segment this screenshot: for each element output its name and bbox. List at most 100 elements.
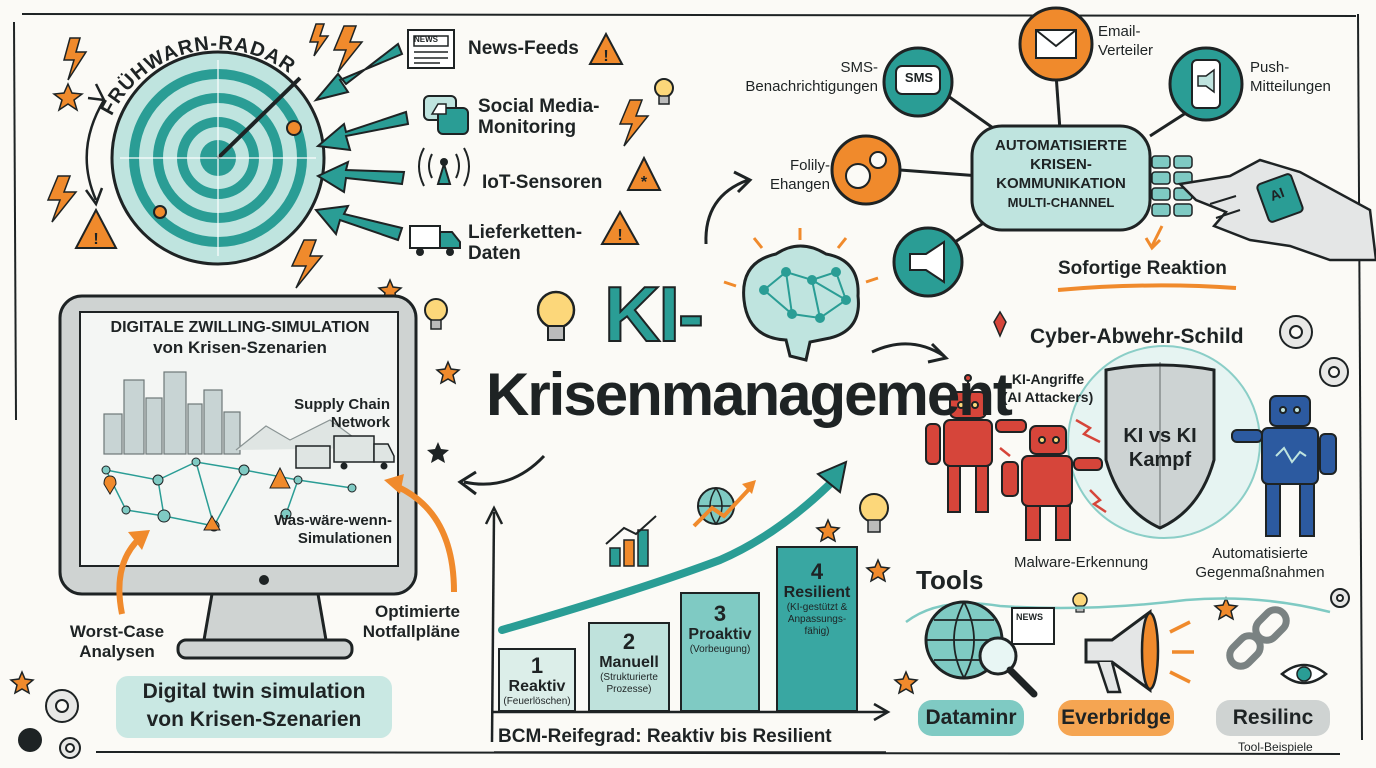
resilinc-highlight	[1216, 700, 1330, 736]
social-media-icon	[423, 95, 469, 135]
twin-screen-title: DIGITALE ZWILLING-SIMULATION von Krisen-…	[84, 318, 396, 358]
bcm-step-3-number: 3	[713, 601, 727, 626]
bcm-step-3-sub: (Vorbeugung)	[689, 644, 751, 655]
worst-case-arrow	[116, 535, 143, 615]
communication-hub-shape	[970, 124, 1152, 232]
bcm-step-1-sub: (Feuerlöschen)	[503, 696, 571, 707]
supply-chain-label: Supply Chain Network	[294, 396, 390, 431]
monitor-trucks-icon	[295, 435, 395, 470]
twin-caption: Digital twin simulation von Krisen-Szena…	[116, 678, 392, 734]
twin-screen-title-line-2: von Krisen-Szenarien	[153, 338, 327, 357]
tools-title: Tools	[916, 565, 984, 595]
source-supply-chain-data: Lieferketten- Daten	[468, 222, 583, 264]
sms-icon-label: SMS	[904, 70, 934, 85]
source-news-feeds: News-Feeds	[468, 38, 579, 59]
ai-brain-icon	[723, 228, 879, 362]
resilinc-chain-icon	[1226, 606, 1328, 685]
fire-icon	[993, 310, 1007, 338]
optimized-plans-label: Optimierte Notfallpläne	[362, 602, 460, 641]
iot-sensor-icon	[418, 147, 470, 187]
bcm-step-4: 4 Resilient (KI-gestützt & Anpassungs- f…	[776, 546, 858, 712]
hub-line-3: KOMMUNIKATION	[996, 175, 1126, 192]
robot-hand-icon	[1177, 158, 1376, 262]
source-social-media: Social Media- Monitoring	[478, 96, 600, 138]
channel-folily-label: Folily- Ehangen	[769, 157, 830, 193]
news-icon	[1011, 607, 1055, 645]
everbridge-megaphone-icon	[1084, 609, 1194, 694]
malware-label: Malware-Erkennung	[1014, 554, 1149, 571]
truck-icon	[409, 225, 461, 256]
bcm-step-1-name: Reaktiv	[508, 678, 566, 695]
main-title-line-2: Krisenmanagement	[486, 361, 1013, 428]
whatif-label: Was-wäre-wenn- Simulationen	[274, 512, 392, 547]
keypad-icon	[1151, 155, 1193, 217]
hub-line-4: MULTI-CHANNEL	[1007, 195, 1115, 210]
channel-email-label: Email- Verteiler	[1098, 23, 1154, 59]
cyber-title: Cyber-Abwehr-Schild	[1030, 325, 1244, 348]
bcm-step-2-name: Manuell	[599, 654, 659, 671]
twin-caption-highlight	[116, 676, 392, 738]
bcm-step-4-sub: (KI-gestützt & Anpassungs- fähig)	[786, 602, 848, 637]
globe-icon	[692, 480, 756, 528]
svg-text:*: *	[641, 174, 648, 191]
reaction-underline	[1057, 283, 1237, 292]
blue-robot-defender-icon	[1231, 395, 1337, 537]
attackers-label: KI-Angriffe (AI Attackers)	[1002, 371, 1094, 405]
bcm-step-2-sub: (Strukturierte Prozesse)	[600, 672, 658, 695]
hub-line-2: KRISEN-	[1030, 156, 1092, 173]
tool-resilinc: Resilinc	[1232, 706, 1314, 729]
source-iot-sensors: IoT-Sensoren	[482, 172, 603, 193]
bar-chart-icon	[605, 515, 657, 567]
dark-gear-icon	[18, 728, 42, 752]
tools-news-icon-label: NEWS	[1016, 612, 1043, 622]
sms-icon	[882, 46, 954, 118]
radar-icon	[110, 50, 326, 266]
tool-dataminr: Dataminr	[925, 706, 1017, 729]
warning-icons	[74, 31, 662, 249]
bcm-caption: BCM-Reifegrad: Reaktiv bis Resilient	[498, 726, 832, 747]
email-icon	[1018, 6, 1094, 82]
bcm-step-3-name: Proaktiv	[688, 626, 752, 643]
optimized-arrow	[394, 483, 457, 593]
twin-screen-title-line-1: DIGITALE ZWILLING-SIMULATION	[110, 319, 370, 336]
communication-hub-label: AUTOMATISIERTE KRISEN- KOMMUNIKATION MUL…	[972, 136, 1150, 212]
bcm-step-1: 1 Reaktiv (Feuerlöschen)	[498, 648, 576, 712]
worst-case-label: Worst-Case Analysen	[69, 622, 165, 661]
twin-caption-line-2: von Krisen-Szenarien	[146, 708, 362, 731]
svg-text:FRÜHWARN-RADAR: FRÜHWARN-RADAR	[97, 32, 300, 118]
dataminr-highlight	[918, 700, 1024, 736]
reaction-label: Sofortige Reaktion	[1058, 258, 1227, 279]
bcm-step-2-number: 2	[622, 629, 636, 654]
news-icon-label: NEWS	[414, 35, 438, 44]
lightning-icons	[46, 23, 650, 289]
star-icons	[9, 82, 1239, 695]
bcm-step-1-number: 1	[530, 653, 544, 678]
light-bulb-icons	[424, 78, 1088, 613]
newspaper-icon	[407, 29, 455, 69]
bcm-step-4-number: 4	[810, 559, 824, 584]
bcm-step-3: 3 Proaktiv (Vorbeugung)	[680, 592, 760, 712]
svg-text:!: !	[603, 48, 608, 65]
radar-title: FRÜHWARN-RADAR	[97, 32, 299, 118]
twin-caption-line-1: Digital twin simulation	[142, 680, 366, 703]
gears-channel-icon	[830, 134, 902, 206]
main-title-line-1: KI-	[603, 270, 705, 358]
city-skyline-icon	[103, 371, 241, 455]
growth-arrow	[498, 474, 840, 634]
dataminr-globe-icon	[924, 600, 1038, 698]
red-robot-attacker-icon	[925, 374, 1027, 513]
shield-icon	[1104, 363, 1216, 530]
red-robot-attacker-2-icon	[1001, 425, 1103, 541]
countermeasures-label: Automatisierte Gegenmaßnahmen	[1195, 545, 1325, 581]
push-notification-icon	[1168, 46, 1244, 122]
svg-text:!: !	[93, 231, 98, 248]
megaphone-channel-icon	[892, 226, 964, 298]
channel-push-label: Push- Mitteilungen	[1250, 59, 1331, 95]
everbridge-highlight	[1058, 700, 1174, 736]
attack-sparks	[999, 418, 1107, 514]
svg-text:!: !	[617, 227, 622, 244]
shield-label: KI vs KI Kampf	[1123, 425, 1197, 471]
channel-sms-label: SMS- Benachrichtigungen	[745, 59, 878, 95]
tool-everbridge: Everbridge	[1061, 706, 1171, 729]
